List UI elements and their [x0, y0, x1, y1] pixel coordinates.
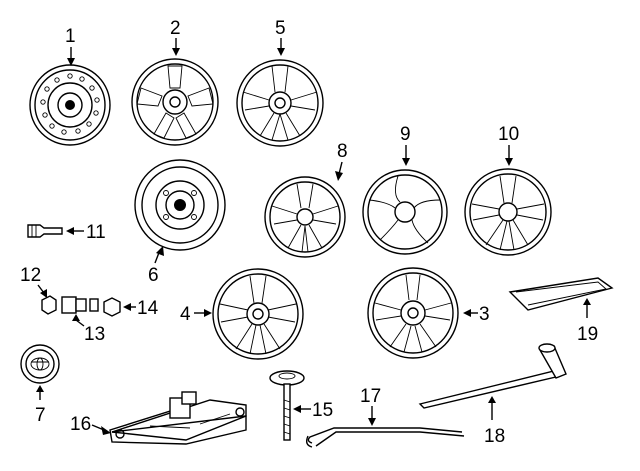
- callout-label: 6: [148, 265, 159, 286]
- tool-bag-part-19: [508, 277, 614, 311]
- callout-14: 14: [123, 298, 159, 319]
- callout-17: 17: [360, 386, 381, 426]
- callout-13: 13: [72, 314, 105, 345]
- callout-10: 10: [498, 124, 519, 166]
- callout-18: 18: [484, 396, 505, 447]
- callout-11: 11: [66, 222, 106, 243]
- callout-label: 1: [65, 26, 76, 47]
- alloy-wheel-part-3: [367, 267, 459, 359]
- callout-label: 10: [498, 124, 519, 145]
- callout-label: 11: [86, 222, 106, 243]
- callout-label: 3: [479, 304, 490, 325]
- callout-label: 2: [170, 18, 181, 39]
- callout-label: 4: [180, 304, 191, 325]
- lug-wrench-part-18: [418, 343, 567, 409]
- callout-4: 4: [180, 304, 212, 325]
- callout-5: 5: [275, 18, 286, 56]
- callout-label: 14: [137, 298, 159, 319]
- callout-label: 12: [20, 265, 41, 286]
- spare-wheel-part-6: [134, 159, 226, 251]
- callout-1: 1: [65, 26, 76, 66]
- jack-handle-part-17: [305, 427, 465, 448]
- alloy-wheel-part-2: [131, 58, 219, 146]
- callout-6: 6: [148, 246, 164, 286]
- alloy-wheel-part-4: [212, 268, 304, 360]
- callout-12: 12: [20, 265, 47, 298]
- lug-nut-part-12: [41, 295, 57, 315]
- callout-label: 17: [360, 386, 381, 407]
- lock-nut-part-13: [61, 296, 99, 314]
- callout-label: 16: [70, 414, 91, 435]
- callout-19: 19: [577, 298, 598, 345]
- steel-wheel-part-1: [29, 64, 111, 146]
- hold-down-bolt-part-15: [269, 370, 305, 441]
- lug-nut-part-14: [103, 297, 121, 317]
- callout-label: 7: [35, 405, 46, 426]
- callout-16: 16: [70, 414, 111, 435]
- valve-stem-part-11: [27, 224, 63, 238]
- center-cap-part-7: [20, 344, 60, 384]
- callout-2: 2: [170, 18, 181, 56]
- alloy-wheel-part-5: [236, 59, 324, 147]
- callout-7: 7: [35, 385, 46, 426]
- callout-label: 5: [275, 18, 286, 39]
- callout-9: 9: [400, 124, 411, 166]
- wheel-cover-part-9: [362, 169, 448, 255]
- callout-label: 18: [484, 426, 505, 447]
- wheel-cover-part-10: [464, 168, 552, 256]
- wheel-cover-part-8: [264, 176, 346, 258]
- callout-label: 13: [84, 324, 105, 345]
- scissor-jack-part-16: [109, 391, 247, 445]
- callout-label: 19: [577, 324, 598, 345]
- callout-label: 9: [400, 124, 411, 145]
- callout-8: 8: [335, 141, 348, 181]
- callout-label: 8: [337, 141, 348, 162]
- callout-3: 3: [463, 304, 490, 325]
- callout-15: 15: [293, 400, 333, 421]
- callout-label: 15: [312, 400, 333, 421]
